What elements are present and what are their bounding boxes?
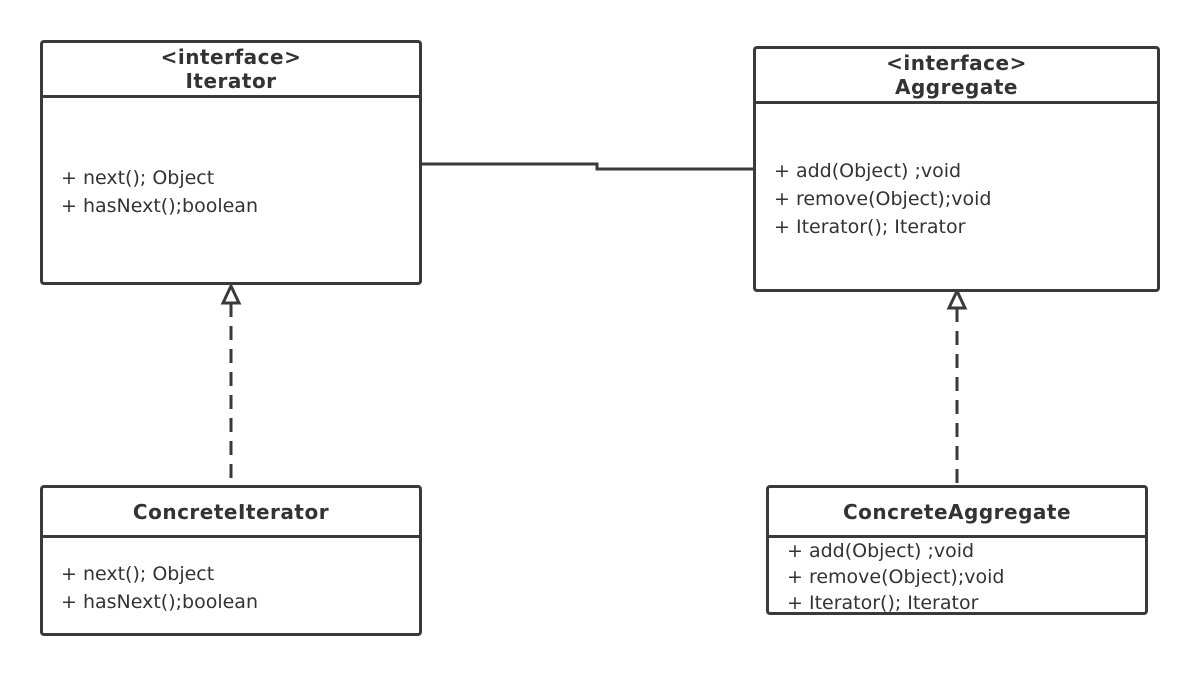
concrete-iterator-box: ConcreteIterator + next(); Object + hasN… [40,485,422,636]
aggregate-method-remove: + remove(Object);void [774,188,992,210]
aggregate-interface-box: <interface> Aggregate + add(Object) ;voi… [753,46,1160,292]
aggregate-class-name: Aggregate [895,75,1018,99]
concrete-aggregate-methods: + add(Object) ;void + remove(Object);voi… [769,538,1145,616]
concrete-aggregate-method-iterator: + Iterator(); Iterator [787,592,979,614]
iterator-class-name: Iterator [185,69,277,93]
realization-arrowhead-aggregate [946,287,968,310]
concrete-iterator-method-hasnext: + hasNext();boolean [61,591,258,613]
aggregate-method-add: + add(Object) ;void [774,160,962,182]
aggregate-stereotype: <interface> [886,51,1027,75]
iterator-method-hasnext: + hasNext();boolean [61,195,258,217]
concrete-iterator-method-next: + next(); Object [61,563,215,585]
aggregate-method-iterator: + Iterator(); Iterator [774,216,966,238]
iterator-interface-box: <interface> Iterator + next(); Object + … [40,40,422,285]
aggregate-header: <interface> Aggregate [756,49,1157,104]
concrete-iterator-methods: + next(); Object + hasNext();boolean [43,538,419,616]
realization-arrowhead-iterator [220,282,242,305]
iterator-methods: + next(); Object + hasNext();boolean [43,98,419,220]
iterator-stereotype: <interface> [160,45,302,69]
concrete-aggregate-method-remove: + remove(Object);void [787,566,1005,588]
aggregation-connector [408,162,753,171]
concrete-aggregate-header: ConcreteAggregate [769,488,1145,538]
concrete-aggregate-class-name: ConcreteAggregate [842,500,1072,524]
concrete-aggregate-method-add: + add(Object) ;void [787,540,975,562]
concrete-iterator-class-name: ConcreteIterator [132,500,330,524]
concrete-iterator-header: ConcreteIterator [43,488,419,538]
concrete-aggregate-box: ConcreteAggregate + add(Object) ;void + … [766,485,1148,615]
iterator-header: <interface> Iterator [43,43,419,98]
iterator-method-next: + next(); Object [61,167,215,189]
aggregate-methods: + add(Object) ;void + remove(Object);voi… [756,104,1157,241]
